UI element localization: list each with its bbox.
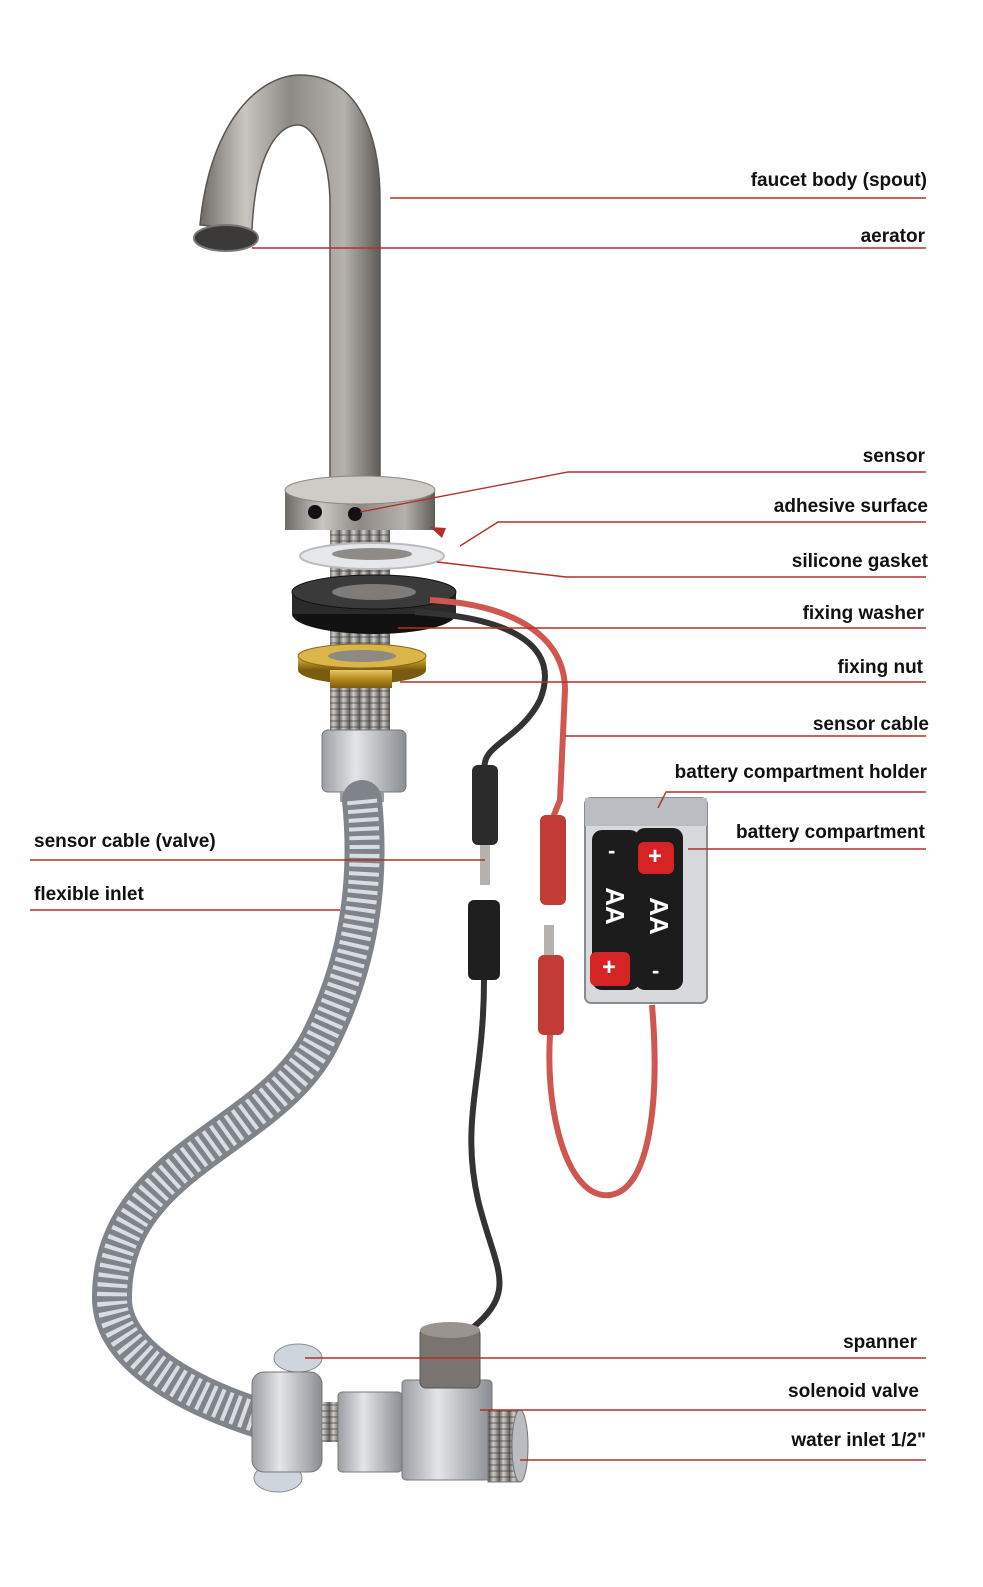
inlet-nut <box>251 1371 323 1473</box>
red-cable-lower <box>546 1004 658 1199</box>
label-flexible-inlet: flexible inlet <box>34 884 144 905</box>
label-solenoid-valve: solenoid valve <box>788 1381 919 1402</box>
black-cable-lower <box>468 979 503 1333</box>
battery-minus-right: - <box>652 958 660 983</box>
adhesive-arrow-head <box>430 527 446 538</box>
label-battery-compartment-holder: battery compartment holder <box>674 762 927 783</box>
label-fixing-washer: fixing washer <box>802 603 924 624</box>
black-connector-lower <box>468 900 500 980</box>
leader-lines <box>30 197 926 1461</box>
battery-cell-label-left: AA <box>599 887 630 925</box>
sensor-eye-left <box>308 505 322 519</box>
red-connector-upper <box>540 815 566 905</box>
black-cable-upper <box>414 609 548 771</box>
battery-plus-left: + <box>602 954 617 981</box>
label-fixing-nut: fixing nut <box>837 657 923 678</box>
faucet-spout <box>199 74 381 496</box>
label-sensor: sensor <box>862 446 925 467</box>
label-sensor-cable-valve: sensor cable (valve) <box>34 831 216 852</box>
battery-cell-label-right: AA <box>643 897 674 935</box>
aerator-tip <box>193 224 259 252</box>
label-water-inlet: water inlet 1/2" <box>791 1430 926 1451</box>
red-cable-upper <box>429 597 569 822</box>
battery-cell-left <box>592 830 640 990</box>
sensor-eye-right <box>348 507 362 521</box>
battery-plus-right: + <box>648 843 663 870</box>
label-sensor-cable: sensor cable <box>812 714 929 735</box>
hex-coupling <box>337 1391 403 1473</box>
label-adhesive-surface: adhesive surface <box>773 496 928 517</box>
red-connector-lower <box>538 955 564 1035</box>
label-faucet-body: faucet body (spout) <box>750 170 927 191</box>
label-battery-compartment: battery compartment <box>736 822 925 843</box>
label-aerator: aerator <box>860 226 925 247</box>
flexible-hose <box>91 780 385 1440</box>
label-spanner: spanner <box>843 1332 917 1353</box>
solenoid-valve-body <box>401 1379 493 1481</box>
label-silicone-gasket: silicone gasket <box>791 551 928 572</box>
battery-minus-left: - <box>608 838 616 863</box>
